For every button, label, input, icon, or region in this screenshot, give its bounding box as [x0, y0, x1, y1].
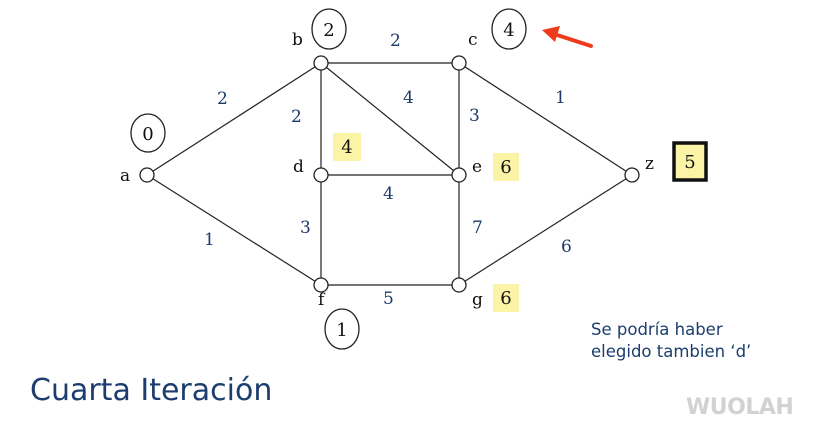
node-label-a: a: [120, 166, 130, 186]
node-label-c: c: [468, 30, 478, 50]
distance-z-value: 5: [684, 152, 695, 173]
node-b: [313, 55, 329, 71]
node-f: [313, 277, 329, 293]
node-label-g: g: [472, 290, 483, 310]
distance-c-value: 4: [503, 20, 514, 41]
distance-a: 0: [130, 113, 166, 153]
final-distance-z: 5: [672, 141, 708, 182]
edges: [146, 62, 633, 286]
side-note: Se podría haber elegido tambien ‘d’: [591, 319, 751, 363]
distance-c: 4: [491, 8, 527, 50]
weight-f-g: 5: [383, 289, 394, 309]
weight-c-z: 1: [555, 88, 566, 108]
distance-b-value: 2: [323, 20, 334, 41]
distance-d: 4: [333, 133, 361, 161]
node-labels: a b c d e f g z: [120, 30, 654, 310]
edge-c-z: [458, 62, 633, 176]
node-label-d: d: [293, 157, 304, 177]
weight-b-d: 2: [291, 107, 302, 127]
side-note-line-1: Se podría haber: [591, 320, 723, 339]
tentative-distances: 4 6 6: [333, 133, 519, 312]
distance-f: 1: [324, 308, 360, 350]
edge-weights: 2 1 2 2 4 3 1 4 3 7 5 6: [204, 31, 572, 309]
distance-g: 6: [493, 284, 519, 312]
node-a: [139, 167, 155, 183]
weight-c-e: 3: [469, 106, 480, 126]
weight-g-z: 6: [561, 237, 572, 257]
weight-d-e: 4: [383, 184, 394, 204]
node-g: [451, 277, 467, 293]
distance-e-value: 6: [500, 157, 511, 178]
weight-a-f: 1: [204, 230, 215, 250]
edge-a-f: [146, 174, 322, 286]
node-z: [624, 167, 640, 183]
weight-d-f: 3: [300, 218, 311, 238]
edge-a-b: [146, 62, 322, 176]
node-label-b: b: [292, 30, 303, 50]
distance-a-value: 0: [142, 124, 153, 145]
node-e: [451, 167, 467, 183]
side-note-line-2: elegido tambien ‘d’: [591, 342, 752, 361]
weight-b-c: 2: [390, 31, 401, 51]
page-title: Cuarta Iteración: [30, 373, 273, 408]
wuolah-watermark: WUOLAH: [686, 395, 794, 420]
edge-b-e: [320, 62, 460, 176]
nodes: [139, 55, 640, 293]
node-c: [451, 55, 467, 71]
permanent-distances: 0 2 4 1: [130, 8, 527, 350]
node-label-z: z: [645, 154, 654, 174]
distance-f-value: 1: [336, 320, 347, 341]
node-label-f: f: [318, 290, 326, 310]
weight-e-g: 7: [472, 218, 483, 238]
edge-g-z: [458, 174, 633, 286]
node-label-e: e: [472, 157, 482, 177]
weight-b-e: 4: [403, 88, 414, 108]
node-d: [313, 167, 329, 183]
distance-g-value: 6: [500, 288, 511, 309]
distance-d-value: 4: [341, 137, 352, 158]
weight-a-b: 2: [217, 89, 228, 109]
red-arrow-icon: [542, 26, 593, 48]
distance-e: 6: [493, 153, 519, 181]
distance-b: 2: [311, 8, 347, 50]
